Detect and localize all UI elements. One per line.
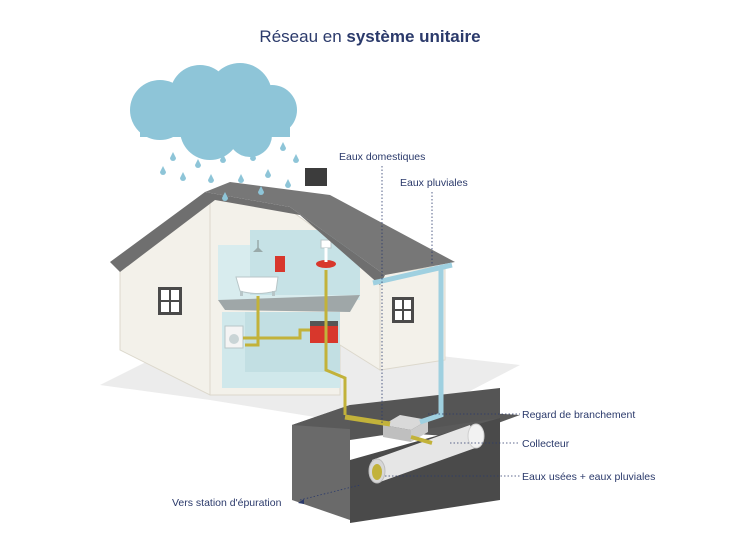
interior-wastewater-pipe <box>324 270 347 415</box>
bathtub-icon <box>235 276 279 296</box>
sink-icon <box>316 239 336 268</box>
label-station: Vers station d'épuration <box>172 497 282 509</box>
title-emphasis: système unitaire <box>346 27 481 46</box>
underground-rain-pipe <box>419 380 444 425</box>
side-window <box>158 287 182 315</box>
label-eaux-domestiques: Eaux domestiques <box>339 151 425 163</box>
page-title: Réseau en système unitaire <box>0 27 740 47</box>
bath-drain-pipe <box>245 296 260 347</box>
rain-drops <box>160 142 299 201</box>
regard-to-collecteur-pipe <box>410 435 433 445</box>
leader-lines <box>299 166 520 501</box>
chimney <box>305 168 327 186</box>
towel-icon <box>275 256 285 272</box>
cloud-icon <box>130 63 297 160</box>
station-arrow <box>298 499 304 504</box>
kitchen-unit <box>310 321 338 343</box>
right-window <box>392 297 414 323</box>
trench-left-wall <box>292 405 350 520</box>
label-collecteur: Collecteur <box>522 438 570 450</box>
label-regard: Regard de branchement <box>522 409 635 421</box>
title-prefix: Réseau en <box>259 27 347 46</box>
collecteur-pipe <box>368 423 485 484</box>
label-eaux-usees-pluviales: Eaux usées + eaux pluviales <box>522 471 655 483</box>
roof-main <box>110 192 385 285</box>
washing-machine-icon <box>224 325 244 349</box>
machine-drain-pipe <box>243 328 310 340</box>
shower-icon <box>253 240 263 252</box>
roof-slope <box>205 182 455 275</box>
underground-wastewater-pipe <box>344 414 391 427</box>
label-eaux-pluviales: Eaux pluviales <box>400 177 468 189</box>
